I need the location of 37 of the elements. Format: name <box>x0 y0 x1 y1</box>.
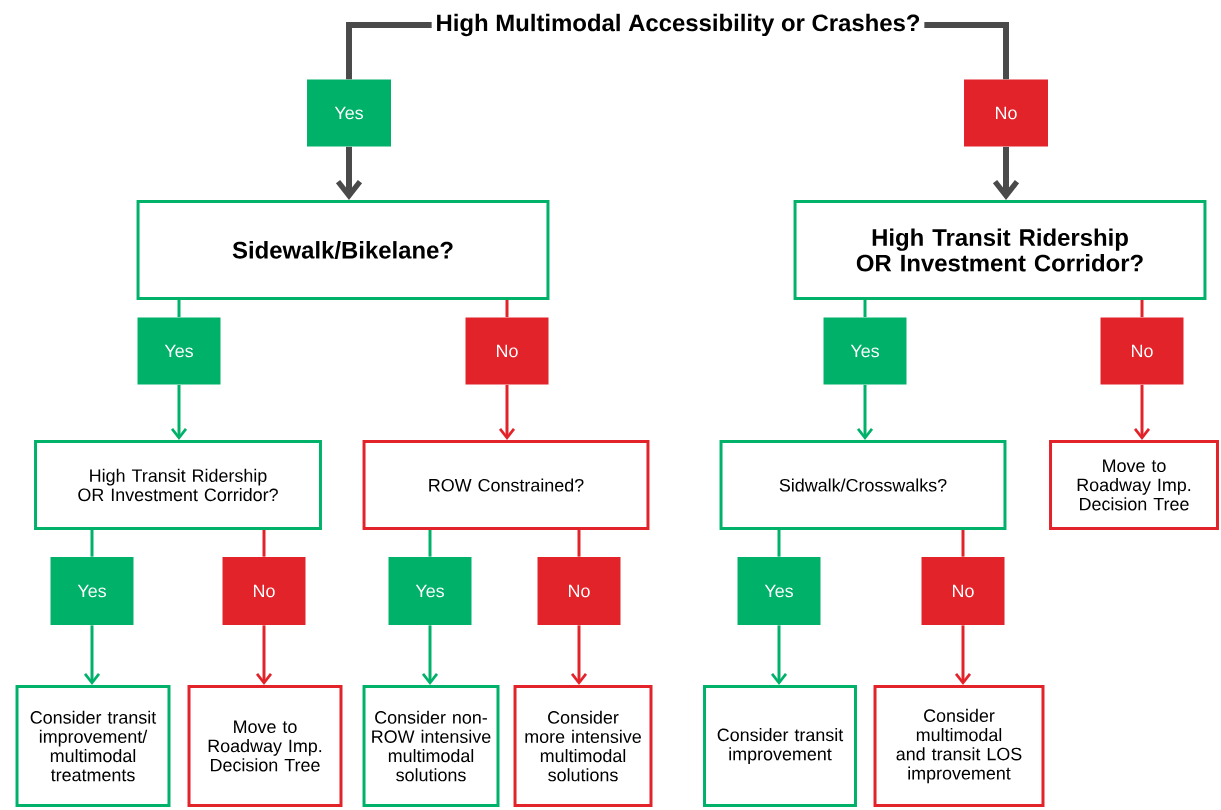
arrow <box>335 146 363 200</box>
arrow <box>421 625 439 686</box>
outcome-box: Move to Roadway Imp. Decision Tree <box>187 685 343 807</box>
outcome-box: Move to Roadway Imp. Decision Tree <box>1049 440 1219 530</box>
answer-box: No <box>537 557 621 625</box>
answer-box: Yes <box>737 557 821 625</box>
arrow <box>954 625 972 686</box>
outcome-box: Consider multimodal and transit LOS improvement <box>873 685 1045 807</box>
answer-box: No <box>921 557 1005 625</box>
arrow <box>1133 384 1151 440</box>
answer-box: No <box>222 557 306 625</box>
answer-box: Yes <box>307 79 391 147</box>
arrow <box>570 625 588 686</box>
arrow <box>856 384 874 440</box>
decision-box: Sidwalk/Crosswalks? <box>719 440 1007 530</box>
answer-box: No <box>1100 317 1184 385</box>
answer-box: Yes <box>137 317 221 385</box>
decision-box: ROW Constrained? <box>362 440 650 530</box>
decision-box: Sidewalk/Bikelane? <box>136 200 550 300</box>
outcome-box: Consider transit improvement/ multimodal treatments <box>15 685 171 807</box>
decision-box: High Transit Ridership OR Investment Corridor? <box>34 440 322 530</box>
arrow <box>170 384 188 440</box>
outcome-box: Consider more intensive multimodal solutions <box>513 685 653 807</box>
outcome-box: Consider transit improvement <box>703 685 857 807</box>
answer-box: No <box>964 79 1048 147</box>
arrow <box>255 625 273 686</box>
decision-box: High Transit Ridership OR Investment Corridor? <box>793 200 1207 300</box>
answer-box: Yes <box>823 317 907 385</box>
arrow <box>498 384 516 440</box>
arrow <box>770 625 788 686</box>
outcome-box: Consider non-ROW intensive multimodal solutions <box>362 685 500 807</box>
answer-box: Yes <box>388 557 472 625</box>
question-heading: High Multimodal Accessibility or Crashes? <box>437 13 920 37</box>
answer-box: No <box>465 317 549 385</box>
arrow <box>992 146 1020 200</box>
answer-box: Yes <box>50 557 134 625</box>
arrow <box>83 625 101 686</box>
